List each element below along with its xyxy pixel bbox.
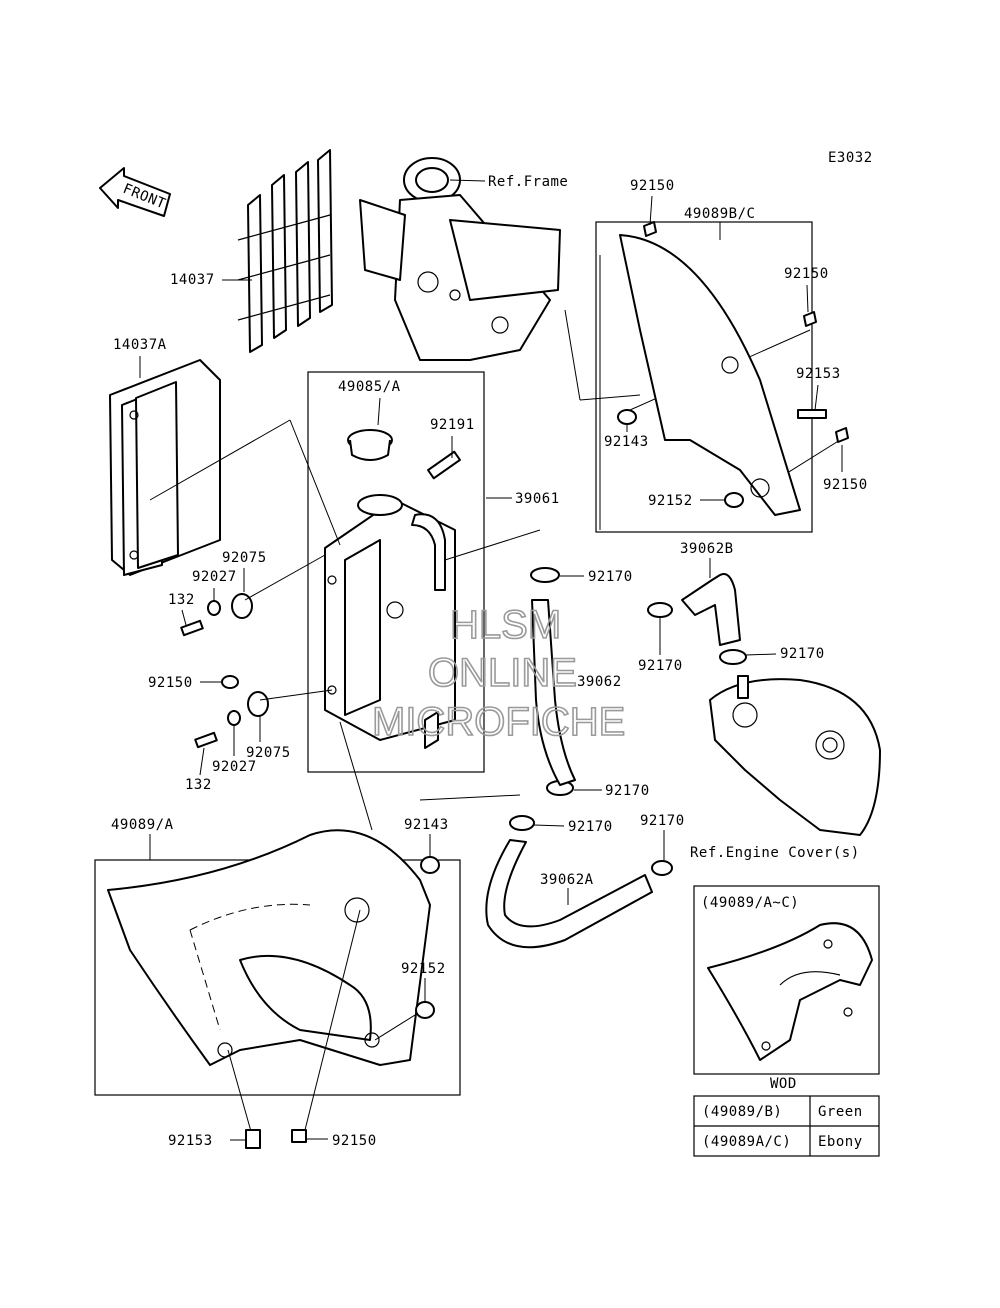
label-92150-l: 92150 (148, 675, 193, 691)
label-92027-b: 92027 (212, 759, 257, 775)
label-92170-a: 92170 (588, 569, 633, 585)
label-39062b: 39062B (680, 541, 734, 557)
label-49085a: 49085/A (338, 379, 401, 395)
grommet-upper (180, 593, 253, 689)
label-92075-a: 92075 (222, 550, 267, 566)
radiator-body (324, 494, 456, 749)
breather-hose (427, 450, 461, 480)
hose-39062b (681, 573, 741, 646)
color-table: (49089/B) Green (49089A/C) Ebony (693, 1095, 880, 1157)
watermark: HLSM ONLINE MICROFICHE (371, 602, 626, 745)
label-92153-l: 92153 (168, 1133, 213, 1149)
diagram-code: E3032 (828, 150, 873, 166)
radiator-guard-14037 (237, 149, 333, 353)
watermark-line-1: HLSM (450, 603, 561, 647)
label-92075-b: 92075 (246, 745, 291, 761)
label-92191: 92191 (430, 417, 475, 433)
label-132-a: 132 (168, 592, 195, 608)
grommet-lower (194, 691, 269, 749)
table-row-2-part: (49089A/C) (702, 1134, 791, 1150)
label-92152-l: 92152 (401, 961, 446, 977)
label-92170-b: 92170 (638, 658, 683, 674)
front-arrow-icon: FRONT (99, 167, 171, 217)
label-92143-r: 92143 (604, 434, 649, 450)
inset-title: (49089/A~C) (701, 895, 799, 911)
radiator-group-box (307, 371, 485, 773)
label-14037: 14037 (170, 272, 215, 288)
label-92150-top: 92150 (630, 178, 675, 194)
clamp-f (651, 860, 673, 876)
label-92143-l: 92143 (404, 817, 449, 833)
table-row-1-part: (49089/B) (702, 1104, 782, 1120)
label-92170-e: 92170 (568, 819, 613, 835)
radiator-fin-14037a (109, 359, 221, 576)
label-92170-d: 92170 (605, 783, 650, 799)
clamp-c (719, 649, 747, 665)
inset-shroud (707, 922, 873, 1061)
label-ref-engine-cover: Ref.Engine Cover(s) (690, 845, 860, 861)
label-92170-c: 92170 (780, 646, 825, 662)
label-39062a: 39062A (540, 872, 594, 888)
label-14037a: 14037A (113, 337, 167, 353)
clamp-e (509, 815, 535, 831)
label-49089a: 49089/A (111, 817, 174, 833)
shroud-a (107, 829, 440, 1149)
label-92152-r: 92152 (648, 493, 693, 509)
watermark-line-3: MICROFICHE (372, 700, 625, 744)
label-92150-b: 92150 (332, 1133, 377, 1149)
label-92150-r1: 92150 (784, 266, 829, 282)
table-row-2-color: Ebony (818, 1134, 863, 1150)
shroud-bc (617, 221, 849, 516)
label-ref-frame: Ref.Frame (488, 174, 568, 190)
label-49089bc: 49089B/C (684, 206, 755, 222)
radiator-cap (347, 429, 393, 461)
label-92170-f: 92170 (640, 813, 685, 829)
label-92027-a: 92027 (192, 569, 237, 585)
frame-part (359, 157, 561, 361)
label-39062: 39062 (577, 674, 622, 690)
label-92153-r: 92153 (796, 366, 841, 382)
label-leaders (139, 179, 843, 1141)
inset-table-header: WOD (770, 1076, 797, 1092)
label-39061: 39061 (515, 491, 560, 507)
engine-cover (709, 675, 881, 836)
hose-39062a (485, 839, 653, 949)
watermark-line-2: ONLINE (428, 651, 577, 695)
label-132-b: 132 (185, 777, 212, 793)
label-92150-r2: 92150 (823, 477, 868, 493)
clamp-b (647, 602, 673, 618)
inset-box (693, 885, 880, 1075)
shroud-bc-box (595, 221, 813, 533)
table-row-1-color: Green (818, 1104, 863, 1120)
clamp-a (530, 567, 560, 583)
hose-39062 (531, 599, 576, 786)
